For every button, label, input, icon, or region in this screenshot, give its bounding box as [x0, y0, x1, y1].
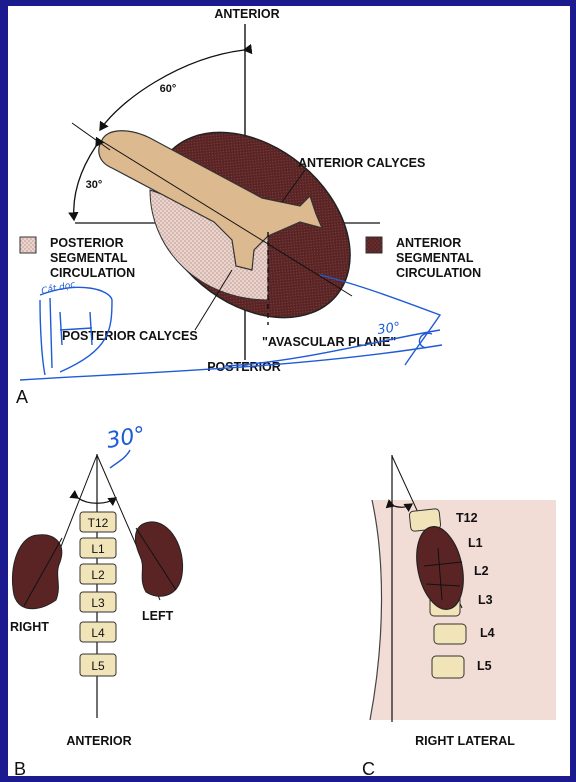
legend-posterior-swatch	[19, 236, 37, 254]
body-contour	[369, 499, 383, 721]
vertebra-b-label-l3: L3	[91, 596, 105, 610]
label-angle-60: 60°	[160, 83, 177, 95]
kidney-lateral	[416, 526, 464, 610]
vertebra-b-l5	[79, 653, 117, 677]
ink-curve-right	[319, 274, 442, 366]
legend-anterior-line-2: SEGMENTAL	[396, 251, 474, 265]
ink-underline	[19, 344, 443, 381]
left-kidney-axis	[135, 527, 177, 591]
kidney-c-line-2	[425, 583, 461, 587]
label-right-lateral: RIGHT LATERAL	[415, 734, 515, 748]
kidney-c-line-3	[437, 547, 443, 601]
ink-hook	[418, 332, 433, 349]
label-angle-30: 30°	[86, 179, 103, 191]
ink-line-1	[49, 297, 53, 369]
label-left: LEFT	[142, 609, 174, 623]
panel-letter-c: C	[362, 759, 375, 779]
label-right: RIGHT	[10, 620, 49, 634]
kidney-c-line-1	[423, 561, 463, 567]
legend-posterior-line-1: POSTERIOR	[50, 236, 124, 250]
vertebra-c-label-l2: L2	[474, 564, 489, 578]
legend-posterior-line-3: CIRCULATION	[50, 266, 135, 280]
legend-anterior-line-1: ANTERIOR	[396, 236, 461, 250]
angle-60-arc	[99, 43, 253, 132]
vertebra-b-l1	[79, 537, 117, 559]
vertebra-c-l4	[433, 623, 467, 645]
label-anterior-b: ANTERIOR	[66, 734, 131, 748]
vertebra-c-label-l1: L1	[468, 536, 483, 550]
panel-b: T12 L1 L2 L3 L4 L5 RIGHT LEFT ANTERIOR B…	[10, 423, 184, 779]
vertebra-b-l4	[79, 621, 117, 643]
posterior-segment	[149, 189, 269, 301]
vertebra-b-l2	[79, 563, 117, 585]
vertebra-c-label-t12: T12	[456, 511, 478, 525]
label-anterior-top: ANTERIOR	[214, 7, 279, 21]
label-anterior-calyces: ANTERIOR CALYCES	[298, 156, 425, 170]
body-outline	[370, 500, 556, 720]
vertebra-b-label-t12: T12	[88, 516, 109, 530]
ink-underline-2	[224, 329, 441, 367]
angle-arc-c	[385, 499, 413, 512]
angle-ray	[71, 122, 111, 151]
vertebra-b-label-l2: L2	[91, 568, 105, 582]
pointer-anterior-calyces	[281, 169, 306, 203]
ink-bracket-left	[39, 299, 46, 376]
panel-letter-a: A	[16, 387, 28, 407]
handwritten-annotations-b	[109, 449, 131, 469]
handwritten-angle-a: 30°	[376, 320, 401, 338]
pointer-posterior-calyces	[194, 269, 233, 331]
right-kidney	[12, 534, 63, 610]
angle-30-arc	[68, 136, 105, 222]
handwritten-annotations-a	[19, 274, 443, 381]
panel-a: ANTERIOR POSTERIOR 60° 30° ANTERIOR CALY…	[16, 7, 481, 407]
ink-tick-b	[109, 449, 131, 469]
label-posterior-calyces: POSTERIOR CALYCES	[62, 329, 198, 343]
left-kidney	[134, 521, 184, 597]
vertebra-c-label-l5: L5	[477, 659, 492, 673]
vertebra-b-label-l4: L4	[91, 626, 105, 640]
angle-arc-b	[69, 489, 117, 507]
handwritten-angle-b: 30°	[105, 423, 148, 454]
vertebra-b-t12	[79, 511, 117, 533]
legend-posterior-line-2: SEGMENTAL	[50, 251, 128, 265]
legend-anterior-swatch	[365, 236, 383, 254]
panel-letter-b: B	[14, 759, 26, 779]
handwritten-note-cat-doc: Cắt dọc	[40, 279, 76, 297]
kidney-cross-section	[98, 130, 353, 325]
ink-loop	[39, 286, 113, 373]
vertebra-c-l5	[431, 655, 465, 679]
vertebra-b-label-l5: L5	[91, 659, 105, 673]
panel-c: T12 L1 L2 L3 L4 L5 RIGHT LATERAL C	[362, 455, 556, 779]
vertebra-c-label-l4: L4	[480, 626, 495, 640]
kidney-long-axis	[99, 139, 353, 297]
vertebra-c-label-l3: L3	[478, 593, 493, 607]
legend-anterior-line-3: CIRCULATION	[396, 266, 481, 280]
vertebra-b-l3	[79, 591, 117, 613]
right-kidney-axis	[23, 537, 63, 607]
vertebra-b-label-l1: L1	[91, 542, 105, 556]
ink-letter-h	[59, 311, 93, 346]
vertebrae-b: T12 L1 L2 L3 L4 L5	[79, 511, 117, 677]
